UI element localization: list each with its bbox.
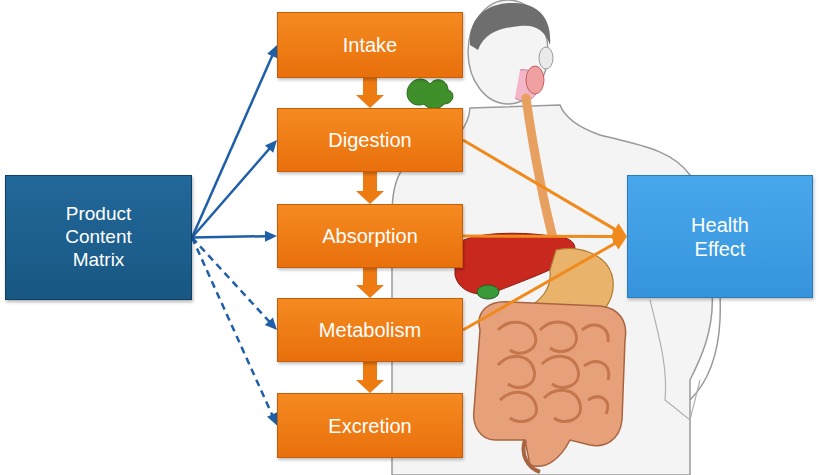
lettuce	[407, 79, 453, 108]
connector-line	[192, 148, 270, 237]
rectum	[523, 440, 540, 472]
salivary-gland	[526, 66, 544, 94]
flow-arrow	[356, 362, 384, 393]
connector-line	[463, 243, 616, 330]
flow-arrow	[192, 231, 277, 242]
hair	[470, 3, 550, 50]
arrowhead	[265, 231, 277, 242]
connector-line	[192, 55, 273, 237]
box-label: Health Effect	[670, 213, 770, 261]
flow-arrow	[463, 229, 627, 243]
flow-arrow	[463, 237, 627, 331]
connector-line	[192, 236, 266, 237]
arrowhead	[267, 412, 277, 425]
arm-line	[650, 300, 700, 420]
box-label: Digestion	[328, 128, 411, 152]
arrowhead	[265, 317, 277, 330]
box-label: Intake	[343, 33, 397, 57]
connector-line	[463, 140, 616, 230]
process-box: Excretion	[277, 393, 463, 458]
connector-line	[363, 172, 377, 192]
process-box: Intake	[277, 12, 463, 78]
flow-arrow	[192, 140, 277, 238]
flow-arrow	[356, 172, 384, 204]
arrowhead	[356, 380, 384, 393]
flow-arrow	[356, 268, 384, 298]
flow-arrow	[192, 45, 277, 238]
large-intestine	[474, 302, 626, 467]
arrowhead	[356, 95, 384, 108]
connector-line	[463, 235, 614, 238]
process-box: Absorption	[277, 204, 463, 268]
arrowhead	[265, 140, 277, 153]
box-label: Product Content Matrix	[39, 203, 159, 271]
flow-arrow	[356, 78, 384, 108]
process-box: Metabolism	[277, 298, 463, 362]
process-box: Digestion	[277, 108, 463, 172]
flow-arrow	[192, 238, 277, 426]
box-label: Excretion	[328, 414, 411, 438]
box-label: Metabolism	[319, 318, 421, 342]
small-intestine	[498, 322, 609, 421]
box-label: Absorption	[322, 224, 418, 248]
ear	[539, 47, 553, 69]
connector-line	[192, 238, 270, 322]
flow-arrow	[192, 238, 277, 331]
arrowhead	[611, 237, 627, 250]
outcome-box: Health Effect	[627, 175, 813, 298]
arrowhead	[356, 191, 384, 204]
arrowhead	[267, 45, 277, 58]
connector-line	[363, 362, 377, 381]
connector-line	[363, 268, 377, 286]
gallbladder	[477, 285, 499, 299]
flow-arrow	[463, 140, 627, 237]
connector-line	[363, 78, 377, 96]
arrowhead	[356, 285, 384, 298]
esophagus	[526, 98, 556, 250]
connector-line	[192, 238, 272, 416]
input-box: Product Content Matrix	[5, 175, 192, 300]
